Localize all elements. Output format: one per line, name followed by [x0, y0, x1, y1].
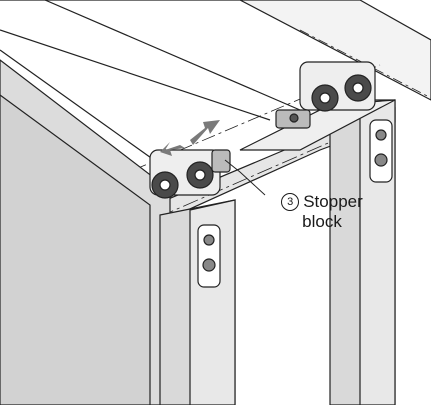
right-trolley-wheel-2-hub: [352, 82, 364, 94]
movement-arrows: [160, 120, 220, 156]
ceiling-edge: [0, 29, 271, 121]
hanger-plate-right: [369, 119, 393, 183]
hanger-bolt-right-2: [374, 153, 388, 167]
hanger-bolt-middle-1: [203, 234, 215, 246]
right-stopper-screw: [289, 113, 299, 123]
hanger-bolt-middle-2: [202, 258, 216, 272]
left-trolley-wheel-1-hub: [159, 179, 171, 191]
callout-number: 3: [281, 193, 300, 211]
ceiling-panel: [0, 0, 431, 101]
centre-line-2: [299, 29, 431, 99]
hanger-bolt-right-1: [375, 129, 387, 141]
left-door-front-2: [0, 94, 151, 405]
ceiling-edge-2: [44, 0, 301, 111]
callout-label-line2: block: [302, 212, 342, 231]
ceiling-edge-3: [0, 49, 176, 176]
right-trolley-wheel-1-hub: [319, 92, 331, 104]
hanger-plate-middle: [197, 224, 221, 288]
arrow-left: [160, 142, 185, 156]
stopper-block: [211, 149, 231, 173]
callout-leader: [224, 159, 266, 196]
callout-label-line1: Stopper: [303, 192, 363, 211]
left-trolley-wheel-2-hub: [194, 169, 206, 181]
arrow-right: [190, 120, 220, 145]
